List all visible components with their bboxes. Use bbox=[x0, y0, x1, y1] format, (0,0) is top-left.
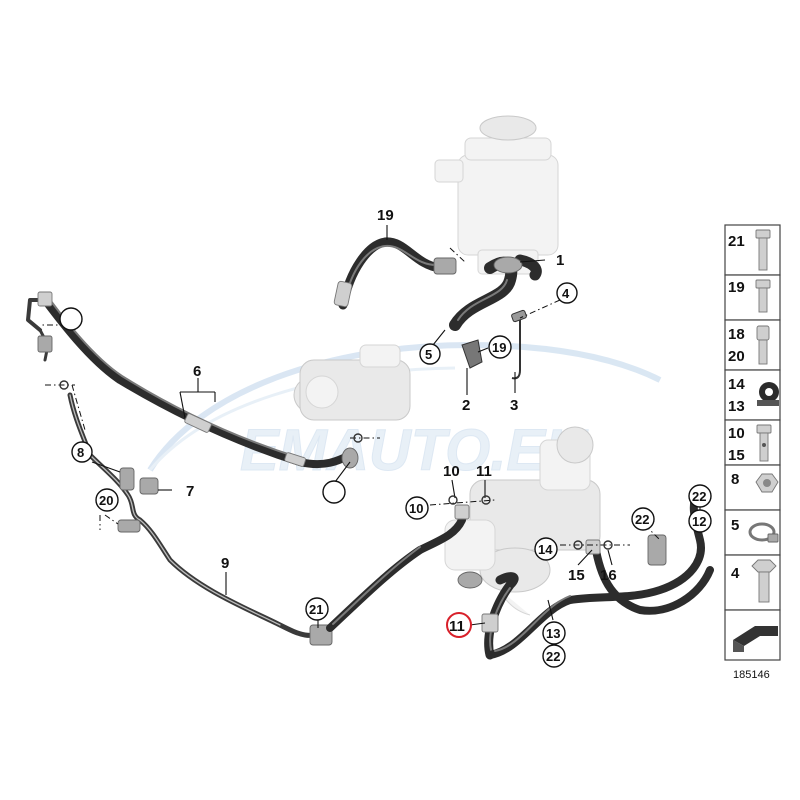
bolt-short-icon bbox=[755, 279, 771, 313]
legend-label-15: 15 bbox=[728, 447, 745, 464]
legend-label-20: 20 bbox=[728, 348, 745, 365]
callout-11-b[interactable]: 11 bbox=[476, 463, 492, 480]
callout-4[interactable]: 4 bbox=[562, 286, 570, 301]
bracket-2 bbox=[461, 339, 483, 369]
callout-6[interactable]: 6 bbox=[193, 363, 201, 380]
callout-19-bottom-right[interactable]: 22 bbox=[546, 649, 560, 664]
hose-center bbox=[326, 504, 470, 632]
callout-1[interactable]: 1 bbox=[556, 252, 564, 269]
callout-14[interactable]: 13 bbox=[546, 626, 560, 641]
callout-2[interactable]: 2 bbox=[462, 397, 470, 414]
callout-11-a[interactable]: 10 bbox=[443, 463, 460, 480]
hose-1 bbox=[449, 254, 542, 331]
legend-label-18: 18 bbox=[728, 326, 745, 343]
hook-3 bbox=[511, 318, 521, 380]
callout-18[interactable]: 19 bbox=[492, 340, 506, 355]
hex-nut-icon bbox=[755, 473, 779, 493]
callout-7[interactable]: 7 bbox=[186, 483, 194, 500]
callout-19-top[interactable]: 22 bbox=[692, 489, 706, 504]
callout-10[interactable]: 10 bbox=[409, 501, 423, 516]
banjo-bolt-icon bbox=[756, 424, 772, 462]
callout-19-left[interactable]: 20 bbox=[99, 493, 113, 508]
legend-label-5: 5 bbox=[731, 517, 739, 534]
watermark-text: EMAUTO.EU bbox=[240, 418, 589, 483]
callout-13[interactable]: 12 bbox=[692, 514, 706, 529]
callout-16-a[interactable]: 15 bbox=[568, 567, 585, 584]
legend-label-10: 10 bbox=[728, 425, 745, 442]
callout-16-b[interactable]: 16 bbox=[600, 567, 617, 584]
callout-12[interactable]: 11 bbox=[449, 618, 465, 635]
callout-19-mid[interactable]: 22 bbox=[635, 512, 649, 527]
legend-label-13: 13 bbox=[728, 398, 745, 415]
hose-17 bbox=[333, 237, 457, 310]
legend-label-19: 19 bbox=[728, 279, 745, 296]
reservoir-ghost bbox=[434, 115, 559, 275]
callouts: 19 1 4 5 19 2 3 6 8 7 20 bbox=[59, 207, 712, 668]
callout-8[interactable]: 8 bbox=[77, 445, 84, 460]
callout-5[interactable]: 5 bbox=[425, 347, 432, 362]
steering-gear-ghost bbox=[444, 426, 601, 616]
callout-15[interactable]: 14 bbox=[538, 542, 553, 557]
legend-panel: 21 19 18 20 14 13 10 15 bbox=[724, 224, 781, 661]
legend-label-4: 4 bbox=[731, 565, 740, 582]
bolt-long-icon bbox=[755, 229, 771, 271]
hose-clamp-icon bbox=[748, 522, 779, 543]
callout-17[interactable]: 19 bbox=[377, 207, 394, 224]
watermark: EMAUTO.EU bbox=[147, 341, 662, 484]
callout-3[interactable]: 3 bbox=[510, 397, 518, 414]
legend-label-8: 8 bbox=[731, 471, 739, 488]
callout-19-bottom[interactable]: 21 bbox=[309, 602, 323, 617]
bolt-4-part bbox=[511, 309, 527, 323]
hose-12 bbox=[457, 571, 519, 660]
callout-9[interactable]: 9 bbox=[221, 555, 229, 572]
hex-bolt-icon bbox=[751, 559, 777, 603]
hose-clip-icon bbox=[757, 382, 779, 406]
legend-label-14: 14 bbox=[728, 376, 745, 393]
legend-label-21: 21 bbox=[728, 233, 745, 250]
pump-ghost bbox=[293, 344, 411, 421]
sealing-rings bbox=[59, 380, 613, 550]
arrow-icon bbox=[733, 626, 778, 652]
diagram-number: 185146 bbox=[733, 669, 770, 681]
spacer-sleeve-icon bbox=[756, 325, 770, 365]
